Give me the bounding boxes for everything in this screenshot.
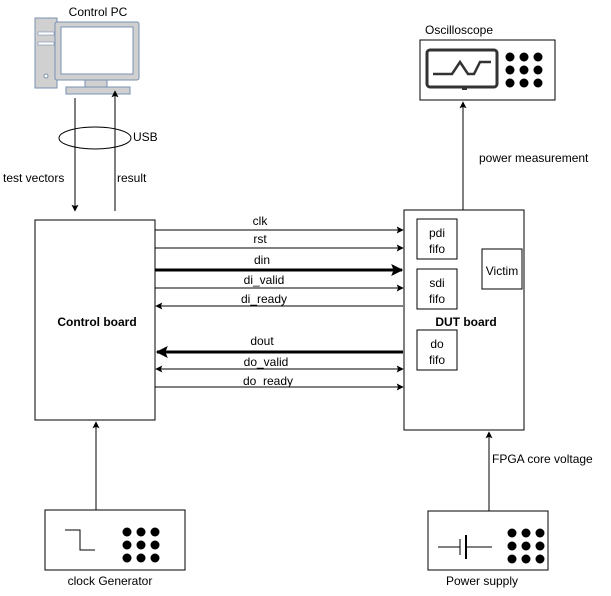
do-fifo: do fifo [416,329,458,371]
power-supply-label: Power supply [446,574,518,588]
din-label: din [254,253,270,267]
victim: Victim [481,248,523,290]
power-supply-button-grid-icon [507,528,545,564]
control-board-label: Control board [57,315,136,329]
dut-board-label: DUT board [435,315,496,329]
rst-label: rst [253,232,267,246]
clock-generator [44,509,186,571]
sdi-fifo-line1: sdi [429,276,444,290]
control-pc-label: Control PC [69,5,128,19]
dut-board [403,209,525,431]
pdi-fifo: pdi fifo [416,218,458,260]
do-fifo-line2: fifo [429,353,445,367]
usb-bundle-ellipse [58,126,132,150]
sdi-fifo-line2: fifo [429,292,445,306]
clock-generator-button-grid-icon [122,527,160,563]
result-label: result [117,171,147,185]
victim-label: Victim [486,264,518,278]
dout-label: dout [250,334,274,348]
clock-generator-label: clock Generator [68,574,153,588]
clk-label: clk [253,214,269,228]
sdi-fifo: sdi fifo [416,268,458,310]
battery-icon [438,535,492,559]
control-pc-icon [34,17,140,95]
control-board [34,219,156,421]
test-vectors-label: test vectors [3,171,64,185]
square-wave-icon [65,529,95,551]
di-ready-label: di_ready [241,292,287,306]
oscilloscope-button-grid-icon [505,52,543,88]
power-measurement-label: power measurement [479,151,589,165]
do-valid-label: do_valid [244,355,289,369]
oscilloscope-screen-icon [425,48,499,90]
fpga-core-voltage-label: FPGA core voltage [492,452,593,466]
power-supply [427,510,549,571]
do-fifo-line1: do [430,337,444,351]
oscilloscope-label: Oscilloscope [425,23,493,37]
pdi-fifo-line1: pdi [429,226,445,240]
di-valid-label: di_valid [244,273,285,287]
usb-label: USB [133,130,158,144]
pdi-fifo-line2: fifo [429,242,445,256]
do-ready-label: do_ready [243,374,293,388]
